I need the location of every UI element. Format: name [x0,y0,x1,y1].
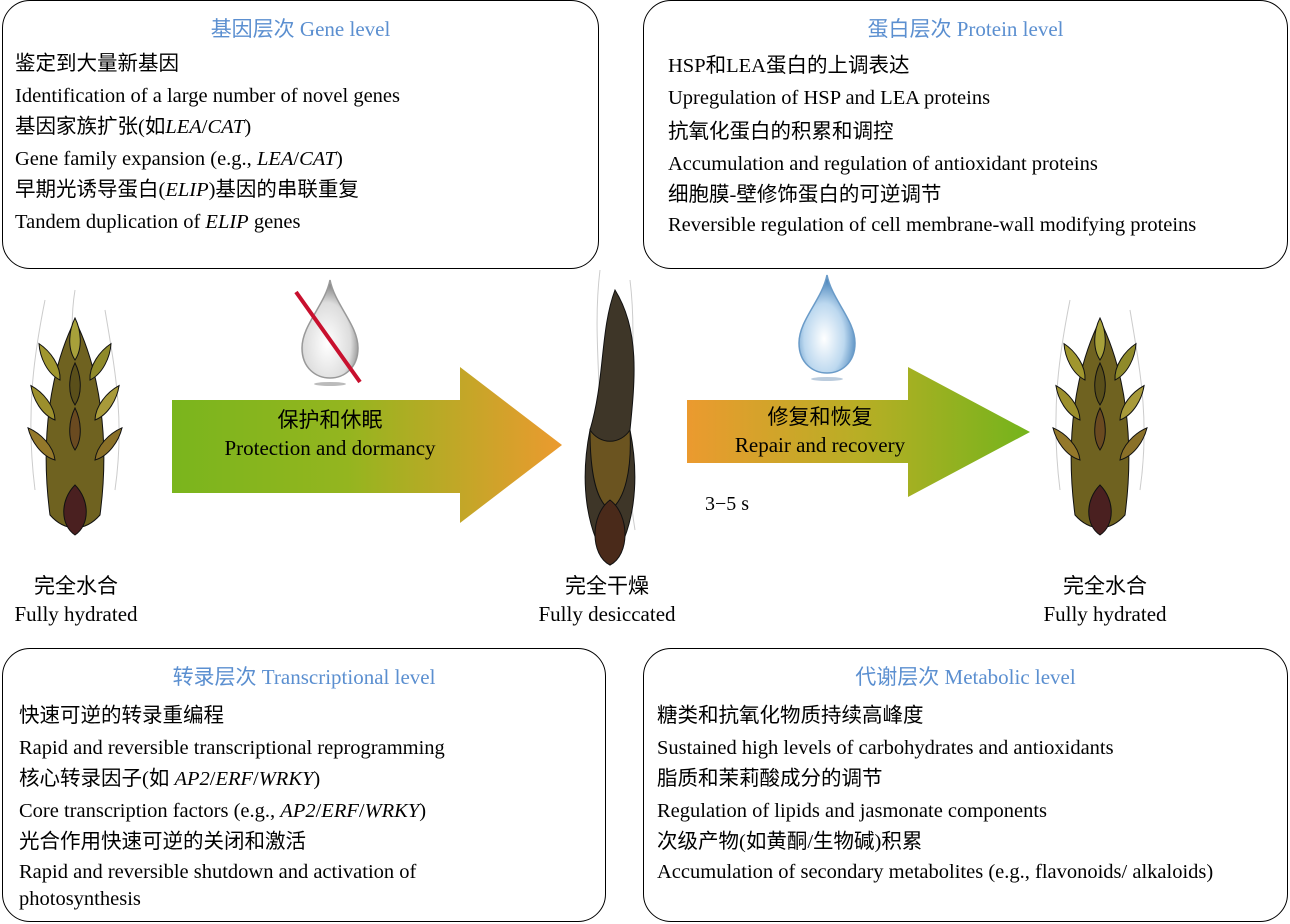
transcriptional-item-3-zh: 光合作用快速可逆的关闭和激活 [19,831,306,853]
gene-item-3-zh: 早期光诱导蛋白(ELIP)基因的串联重复 [15,179,359,201]
hydrated-moss-left [23,289,127,536]
state-left-label: 完全水合 Fully hydrated [0,572,186,628]
gene-item-3-en: Tandem duplication of ELIP genes [15,210,301,233]
metabolic-level-box: 代谢层次 Metabolic level 糖类和抗氧化物质持续高峰度 Susta… [643,648,1288,922]
metabolic-item-2-zh: 脂质和茉莉酸成分的调节 [657,768,883,790]
protein-level-box: 蛋白层次 Protein level HSP和LEA蛋白的上调表达 Upregu… [643,0,1288,269]
protein-item-3-en: Reversible regulation of cell membrane-w… [668,213,1197,236]
metabolic-level-title: 代谢层次 Metabolic level [855,665,1076,689]
state-right-zh: 完全水合 [1063,574,1147,598]
transcriptional-item-3-en: Rapid and reversible shutdown and activa… [19,860,417,910]
state-middle-zh: 完全干燥 [565,574,649,598]
gene-item-1-zh: 鉴定到大量新基因 [15,53,179,75]
protein-item-1-zh: HSP和LEA蛋白的上调表达 [668,55,910,77]
metabolic-item-2-en: Regulation of lipids and jasmonate compo… [657,799,1048,822]
state-right-en: Fully hydrated [1043,602,1167,626]
metabolic-item-3-zh: 次级产物(如黄酮/生物碱)积累 [657,831,923,853]
protein-item-1-en: Upregulation of HSP and LEA proteins [668,86,991,109]
transcriptional-level-box: 转录层次 Transcriptional level 快速可逆的转录重编程 Ra… [2,648,606,922]
protein-item-2-en: Accumulation and regulation of antioxida… [668,152,1098,175]
protein-item-2-zh: 抗氧化蛋白的积累和调控 [668,121,894,143]
gene-item-2-zh: 基因家族扩张(如LEA/CAT) [15,116,252,138]
protection-label-en: Protection and dormancy [224,436,436,460]
transcriptional-item-1-en: Rapid and reversible transcriptional rep… [19,736,445,759]
hydrated-moss-right [1030,299,1170,550]
repair-label-zh: 修复和恢复 [767,405,873,429]
transcriptional-item-2-en: Core transcription factors (e.g., AP2/ER… [19,799,427,822]
recovery-time: 3−5 s [705,493,750,515]
protein-item-3-zh: 细胞膜-壁修饰蛋白的可逆调节 [668,184,942,206]
desiccated-moss [584,269,636,566]
gene-level-box: 基因层次 Gene level 鉴定到大量新基因 Identification … [2,0,599,269]
state-left-en: Fully hydrated [14,602,138,626]
transcriptional-item-1-zh: 快速可逆的转录重编程 [19,705,224,727]
gene-item-1-en: Identification of a large number of nove… [15,84,400,107]
gene-level-title: 基因层次 Gene level [210,17,391,41]
metabolic-item-1-en: Sustained high levels of carbohydrates a… [657,736,1114,759]
transcriptional-item-2-zh: 核心转录因子(如 AP2/ERF/WRKY) [19,768,321,790]
protection-label-zh: 保护和休眠 [277,408,383,432]
state-left-zh: 完全水合 [34,574,118,598]
repair-label-en: Repair and recovery [734,433,906,457]
state-middle-en: Fully desiccated [538,602,676,626]
metabolic-item-1-zh: 糖类和抗氧化物质持续高峰度 [657,705,924,727]
state-middle-label: 完全干燥 Fully desiccated [497,572,717,628]
water-drop-icon [798,274,856,381]
gene-item-2-en: Gene family expansion (e.g., LEA/CAT) [15,147,343,170]
state-right-label: 完全水合 Fully hydrated [995,572,1215,628]
transcriptional-level-title: 转录层次 Transcriptional level [172,665,436,689]
protein-level-title: 蛋白层次 Protein level [867,17,1064,41]
metabolic-item-3-en: Accumulation of secondary metabolites (e… [657,860,1214,883]
no-water-drop-icon [294,279,362,386]
protection-label: 保护和休眠 Protection and dormancy [180,406,480,462]
repair-label: 修复和恢复 Repair and recovery [700,403,940,459]
